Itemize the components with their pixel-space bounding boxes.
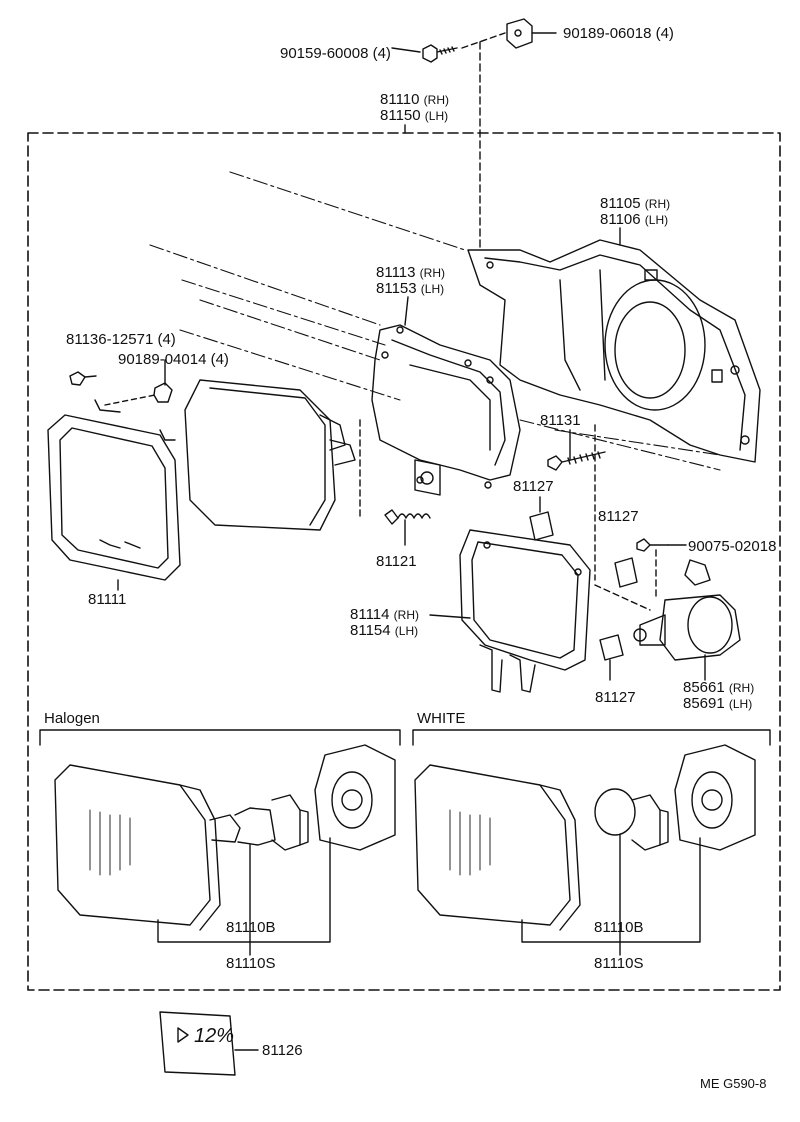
label-85661-85691: 85661 (RH) 85691 (LH): [683, 680, 754, 712]
label-81127-a: 81127: [513, 478, 554, 495]
white-lamp-unit: [414, 744, 756, 931]
bracket-81114: [459, 529, 591, 693]
label-81136-12571: 81136-12571 (4): [66, 331, 176, 348]
clip-nut-90189-06018: [506, 18, 557, 49]
label-90189-04014: 90189-04014 (4): [118, 351, 229, 368]
caution-label-81126: [159, 1011, 259, 1076]
headlamp-housing-81105: [467, 239, 761, 463]
label-white-81110s: 81110S: [594, 955, 644, 972]
label-90159-60008: 90159-60008 (4): [280, 45, 391, 62]
part-81153: 81153: [376, 280, 417, 297]
part-81113: 81113: [376, 264, 416, 281]
tag-lh: (LH): [728, 697, 753, 711]
adjusting-screw-81131: [547, 429, 606, 471]
diagram-code: ME G590-8: [700, 1076, 767, 1091]
label-90189-06018: 90189-06018 (4): [563, 25, 674, 42]
tag-rh: (RH): [393, 608, 419, 622]
section-halogen: Halogen: [44, 710, 100, 727]
screw-90159: [422, 44, 458, 63]
part-81150: 81150: [380, 107, 421, 124]
label-white-81110b: 81110B: [594, 919, 644, 936]
tag-lh: (LH): [420, 282, 445, 296]
part-81105: 81105: [600, 195, 641, 212]
screw-81136: [69, 371, 86, 386]
part-81114: 81114: [350, 606, 390, 623]
spring-81121: [359, 419, 431, 546]
section-white: WHITE: [417, 710, 466, 727]
lamp-socket-85661: [633, 559, 741, 681]
part-85691: 85691: [683, 695, 725, 712]
part-81154: 81154: [350, 622, 391, 639]
label-halogen-81110s: 81110S: [226, 955, 276, 972]
label-81105-81106: 81105 (RH) 81106 (LH): [600, 196, 670, 228]
label-81131: 81131: [540, 412, 581, 429]
tag-rh: (RH): [728, 681, 755, 695]
label-90075-02018: 90075-02018: [688, 538, 777, 555]
label-81113-81153: 81113 (RH) 81153 (LH): [376, 265, 445, 297]
tag-rh: (RH): [419, 266, 445, 280]
clip-81127-a: [529, 511, 554, 541]
label-81126: 81126: [262, 1042, 303, 1059]
tag-lh: (LH): [644, 213, 669, 227]
part-81110: 81110: [380, 91, 420, 108]
sealed-beam-unit: [184, 379, 356, 531]
label-81127-b: 81127: [598, 508, 639, 525]
tag-rh: (RH): [644, 197, 671, 211]
label-81114-81154: 81114 (RH) 81154 (LH): [350, 607, 419, 639]
assembly-frame: [27, 132, 781, 991]
halogen-lamp-unit: [54, 744, 396, 931]
caution-label-text: 12%: [194, 1025, 235, 1047]
tag-lh: (LH): [424, 109, 449, 123]
label-81110-81150: 81110 (RH) 81150 (LH): [380, 92, 449, 124]
tag-lh: (LH): [394, 624, 419, 638]
clip-81127-c: [599, 634, 624, 661]
clip-81127-b: [614, 557, 638, 588]
part-85661: 85661: [683, 679, 725, 696]
mounting-bracket-81113: [371, 324, 521, 496]
label-halogen-81110b: 81110B: [226, 919, 276, 936]
label-81127-c: 81127: [595, 689, 636, 706]
label-81121: 81121: [376, 553, 417, 570]
nut-90189-04014: [153, 382, 173, 403]
tag-rh: (RH): [423, 93, 449, 107]
part-81106: 81106: [600, 211, 641, 228]
retaining-ring-81111: [47, 399, 181, 581]
label-81111: 81111: [88, 591, 127, 608]
